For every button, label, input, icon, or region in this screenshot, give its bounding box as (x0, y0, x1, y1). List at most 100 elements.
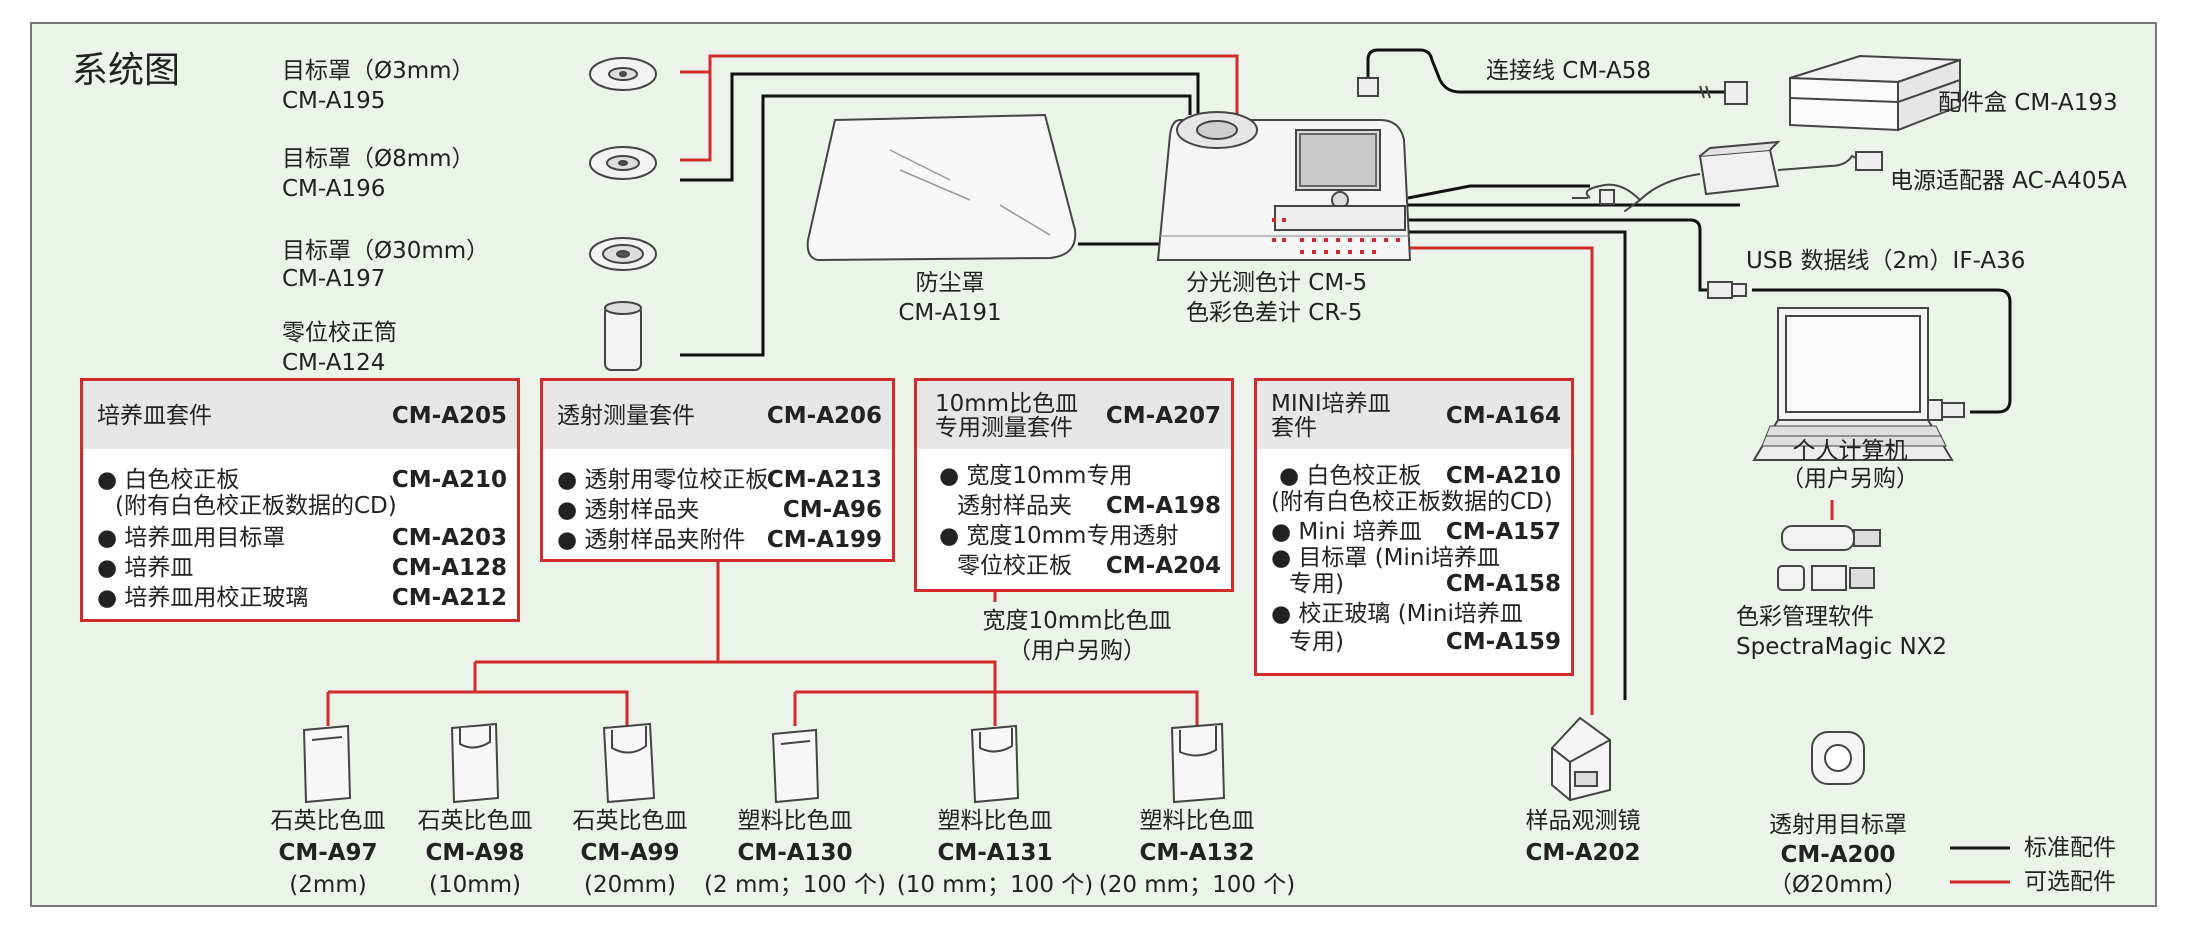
kit-item: ● 校正玻璃 (Mini培养皿 (1271, 601, 1523, 627)
accessory-name: 目标罩（Ø30mm） (282, 238, 490, 264)
ac-adapter (1572, 140, 1883, 212)
optional-connections (326, 54, 1834, 726)
cable-connector (1357, 77, 1379, 97)
legend-standard-label: 标准配件 (2024, 835, 2116, 861)
kit-item: 专用) (1289, 571, 1344, 597)
kit-item: ● 培养皿 (97, 555, 194, 581)
instrument-line-1: 分光测色计 CM-5 (1186, 270, 1368, 296)
kit-item: ● 宽度10mm专用 (939, 463, 1133, 489)
accessory-code: CM-A124 (282, 350, 386, 376)
software-product: SpectraMagic NX2 (1736, 634, 1948, 660)
pc-name: 个人计算机 (1792, 438, 1908, 464)
cuvette-code: CM-A131 (937, 840, 1053, 866)
accessory-code: CM-A197 (282, 266, 386, 292)
accessory-case (1789, 54, 1961, 132)
kit-item: ● Mini 培养皿 (1271, 519, 1422, 545)
cuvette-spec: (2 mm；100 个) (704, 872, 886, 898)
kit-code: CM-A205 (391, 403, 507, 429)
accessory-code: CM-A195 (282, 88, 386, 114)
accessory-code: CM-A196 (282, 176, 386, 202)
cuvette-code: CM-A97 (278, 840, 378, 866)
cuvette-name: 石英比色皿 (417, 808, 533, 834)
kit-item-code: CM-A96 (782, 497, 882, 523)
kit-title-line-2: 套件 (1271, 415, 1317, 441)
kit-item-code: CM-A128 (391, 555, 507, 581)
kit-item: ● 白色校正板 (1279, 463, 1422, 489)
trans-mask-code: CM-A200 (1780, 842, 1896, 868)
standard-connections (680, 48, 2012, 700)
trans-mask-name: 透射用目标罩 (1769, 812, 1907, 838)
cuvette-name: 塑料比色皿 (937, 808, 1053, 834)
kit-box: 10mm比色皿 专用测量套件 CM-A207 ● 宽度10mm专用 透射样品夹 … (914, 378, 1234, 592)
trans-mask-spec: （Ø20mm） (1768, 872, 1908, 898)
spectrophotometer-port-dots (1272, 218, 1400, 254)
ac-adapter-label: 电源适配器 AC-A405A (1890, 168, 2127, 194)
kit-item-code: CM-A158 (1445, 571, 1561, 597)
kit-header (83, 381, 517, 449)
usb-cable-label: USB 数据线（2m）IF-A36 (1746, 248, 2026, 274)
accessory-name: 零位校正筒 (282, 320, 397, 346)
legend-optional-label: 可选配件 (2024, 869, 2116, 895)
kit-title-line-2: 专用测量套件 (935, 415, 1073, 441)
target-mask-discs (589, 57, 657, 271)
kit-title: 10mm比色皿 (935, 391, 1079, 417)
cell-10mm-note-line-2: （用户另购） (1008, 638, 1146, 664)
kit-item-code: CM-A212 (391, 585, 507, 611)
cuvette-code: CM-A98 (425, 840, 525, 866)
cable-plug (1699, 81, 1748, 105)
cuvette-name: 塑料比色皿 (1139, 808, 1255, 834)
transmission-target-mask (1811, 731, 1865, 785)
cuvette-code: CM-A132 (1139, 840, 1255, 866)
kit-item: ● 透射用零位校正板 (557, 467, 769, 493)
software-name: 色彩管理软件 (1736, 604, 1874, 630)
kit-item: ● 白色校正板 (97, 467, 240, 493)
kit-item: 零位校正板 (957, 553, 1072, 579)
kit-title: 透射测量套件 (557, 403, 695, 429)
kit-item-code: CM-A210 (1445, 463, 1561, 489)
accessory-name: 目标罩（Ø8mm） (282, 146, 475, 172)
kit-box: 培养皿套件 CM-A205 ● 白色校正板 CM-A210 (附有白色校正板数据… (80, 378, 520, 622)
kit-item-code: CM-A159 (1445, 629, 1561, 655)
cuvette-spec: (10 mm；100 个) (896, 872, 1094, 898)
dust-cover-name: 防尘罩 (915, 270, 985, 296)
kit-item: ● 培养皿用目标罩 (97, 525, 286, 551)
kit-item-code: CM-A199 (766, 527, 882, 553)
cuvette-spec: (10mm) (428, 872, 522, 898)
cuvette-name: 石英比色皿 (572, 808, 688, 834)
kit-item: ● 透射样品夹附件 (557, 527, 746, 553)
kit-item: ● 透射样品夹 (557, 497, 700, 523)
kit-item-code: CM-A198 (1105, 493, 1221, 519)
kit-item: ● 目标罩 (Mini培养皿 (1271, 545, 1500, 571)
sample-viewer (1551, 716, 1611, 802)
spectrophotometer-device (1156, 111, 1412, 261)
laptop (1752, 307, 1954, 461)
pc-note: （用户另购） (1781, 466, 1919, 492)
kit-box: 透射测量套件 CM-A206 ● 透射用零位校正板 CM-A213 ● 透射样品… (540, 378, 895, 562)
kit-code: CM-A207 (1105, 403, 1221, 429)
cuvette-name: 塑料比色皿 (737, 808, 853, 834)
kit-title: 培养皿套件 (97, 403, 212, 429)
cuvette-drawings (302, 722, 1226, 804)
kit-item: 专用) (1289, 629, 1344, 655)
cell-10mm-note-line-1: 宽度10mm比色皿 (982, 608, 1172, 634)
kit-item-code: CM-A204 (1105, 553, 1221, 579)
cuvette-code: CM-A99 (580, 840, 680, 866)
cuvette-name: 石英比色皿 (270, 808, 386, 834)
accessory-name: 目标罩（Ø3mm） (282, 58, 475, 84)
kit-header (1257, 381, 1571, 449)
kit-item-code: CM-A157 (1445, 519, 1561, 545)
kit-title: MINI培养皿 (1271, 391, 1391, 417)
cuvette-spec: (20 mm；100 个) (1098, 872, 1296, 898)
instrument-line-2: 色彩色差计 CR-5 (1186, 300, 1363, 326)
kit-code: CM-A206 (766, 403, 882, 429)
cable-label: 连接线 CM-A58 (1486, 58, 1652, 84)
cuvette-spec: (2mm) (289, 872, 367, 898)
accessory-case-label: 配件盒 CM-A193 (1938, 90, 2118, 116)
kit-item: 透射样品夹 (957, 493, 1072, 519)
kit-box: MINI培养皿 套件 CM-A164 ● 白色校正板 CM-A210 (附有白色… (1254, 378, 1574, 676)
kit-item-code: CM-A213 (766, 467, 882, 493)
kit-item: ● 宽度10mm专用透射 (939, 523, 1179, 549)
kit-item: ● 培养皿用校正玻璃 (97, 585, 309, 611)
